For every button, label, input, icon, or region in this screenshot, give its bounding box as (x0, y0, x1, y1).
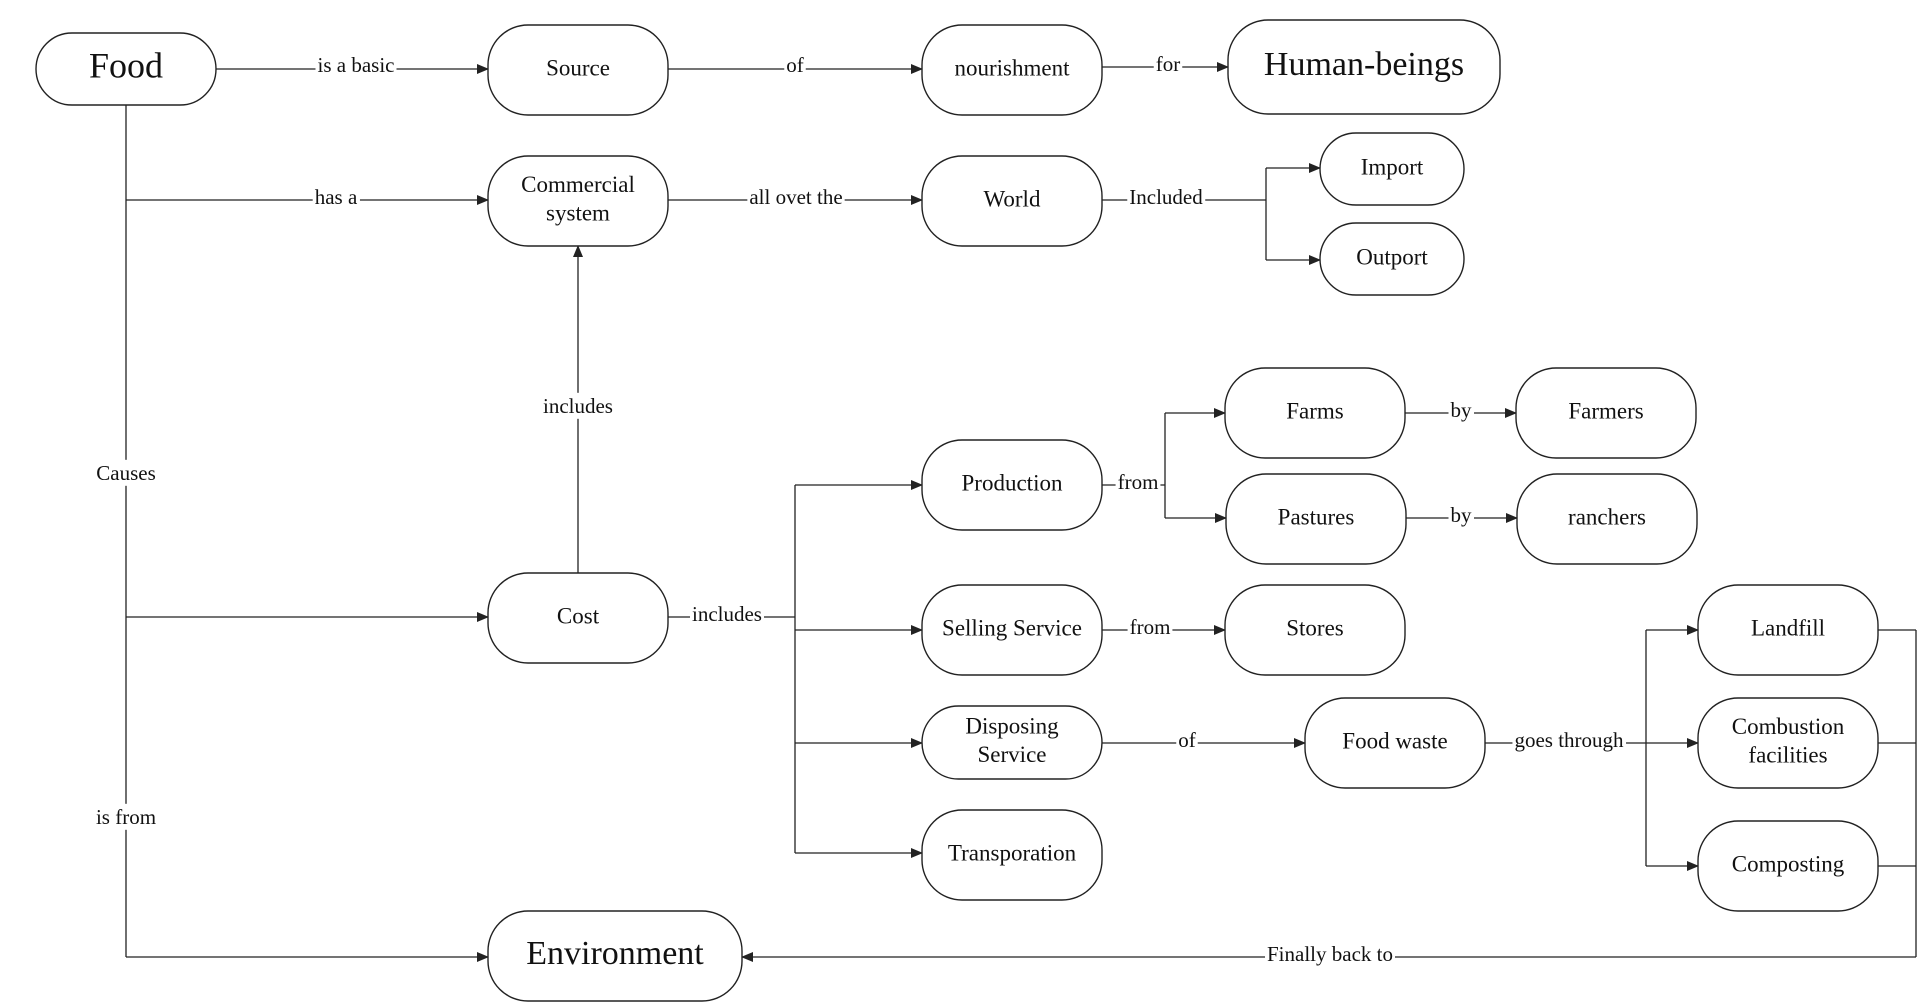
edge-label-food-commercial: has a (312, 183, 360, 210)
edge-label-cost-includes: includes (690, 600, 764, 627)
node-label: Food waste (1342, 728, 1447, 753)
node-label: Selling Service (942, 615, 1082, 640)
node-human-beings: Human-beings (1227, 19, 1501, 115)
edge-label-food-is-from: is from (93, 803, 159, 830)
edge-label-text: by (1451, 503, 1473, 527)
edge-label-food-causes: Causes (94, 459, 158, 486)
node-label: World (984, 186, 1041, 211)
node-pastures: Pastures (1225, 473, 1407, 565)
edge-label-text: of (786, 53, 804, 77)
node-label: nourishment (955, 55, 1071, 80)
node-landfill: Landfill (1697, 584, 1879, 676)
edge-label-food-source: is a basic (315, 51, 397, 78)
edge-label-source-nourishment: of (784, 51, 806, 78)
edge-label-production-from: from (1115, 468, 1161, 495)
edge-label-text: goes through (1514, 728, 1624, 752)
node-transporation: Transporation (921, 809, 1103, 901)
edge-label-text: of (1178, 728, 1196, 752)
node-source: Source (487, 24, 669, 116)
edge-label-text: Causes (96, 461, 156, 485)
node-label: Disposing (965, 713, 1059, 738)
edge-label-text: all ovet the (749, 185, 842, 209)
node-outport: Outport (1319, 222, 1465, 296)
node-label: Combustion (1732, 714, 1845, 739)
edge-label-pastures-by: by (1448, 501, 1474, 528)
node-label: Farms (1286, 398, 1344, 423)
edge-label-waste-goes-through: goes through (1512, 726, 1627, 753)
edge-label-text: Finally back to (1267, 942, 1393, 966)
node-label: Stores (1286, 615, 1344, 640)
node-ranchers: ranchers (1516, 473, 1698, 565)
node-label: Farmers (1568, 398, 1643, 423)
edge-label-cost-commercial: includes (541, 392, 615, 419)
node-cost: Cost (487, 572, 669, 664)
node-label: Outport (1356, 244, 1428, 269)
node-label: Transporation (948, 840, 1077, 865)
node-selling-service: Selling Service (921, 584, 1103, 676)
node-label: ranchers (1568, 504, 1646, 529)
edge-label-layer: is a basic of for has a all ovet the Included… (93, 50, 1627, 967)
node-commercial-system: Commercial system (487, 155, 669, 247)
edge-label-commercial-world: all ovet the (747, 183, 845, 210)
node-import: Import (1319, 132, 1465, 206)
edge-label-text: is a basic (318, 53, 395, 77)
node-label: Import (1361, 154, 1424, 179)
edge-label-selling-from: from (1127, 613, 1173, 640)
edge-label-text: includes (543, 394, 613, 418)
node-label: Landfill (1751, 615, 1825, 640)
node-label: Pastures (1278, 504, 1355, 529)
edge-label-farms-by: by (1448, 396, 1474, 423)
node-label: Commercial (521, 172, 635, 197)
node-label: Composting (1732, 851, 1845, 876)
node-farmers: Farmers (1515, 367, 1697, 459)
edge-label-text: from (1118, 470, 1159, 494)
edge-label-text: includes (692, 602, 762, 626)
node-label: facilities (1748, 743, 1827, 768)
edge-label-text: is from (96, 805, 156, 829)
edge-label-disposing-of: of (1176, 726, 1198, 753)
node-label: Environment (526, 935, 704, 972)
node-composting: Composting (1697, 820, 1879, 912)
node-food: Food (35, 32, 217, 106)
edge-label-world-trade: Included (1127, 183, 1206, 210)
node-label: Production (962, 470, 1063, 495)
node-farms: Farms (1224, 367, 1406, 459)
node-nourishment: nourishment (921, 24, 1103, 116)
node-environment: Environment (487, 910, 743, 1002)
node-label: Source (546, 55, 610, 80)
node-label: Cost (557, 603, 600, 628)
node-combustion-facilities: Combustion facilities (1697, 697, 1879, 789)
node-label: Human-beings (1264, 46, 1464, 83)
edge-label-text: by (1451, 398, 1473, 422)
node-production: Production (921, 439, 1103, 531)
node-stores: Stores (1224, 584, 1406, 676)
edge-label-finally-back-to: Finally back to (1265, 940, 1395, 967)
node-label: Service (978, 742, 1047, 767)
node-label: system (546, 201, 610, 226)
edge-label-nourishment-humans: for (1153, 50, 1183, 77)
node-label: Food (89, 45, 163, 85)
edge-label-text: from (1130, 615, 1171, 639)
edge-label-text: for (1156, 52, 1181, 76)
node-food-waste: Food waste (1304, 697, 1486, 789)
node-world: World (921, 155, 1103, 247)
edge-label-text: has a (315, 185, 358, 209)
edge-label-text: Included (1129, 185, 1203, 209)
node-layer: Food Source nourishment Human-beingsCommerc… (35, 19, 1879, 1002)
